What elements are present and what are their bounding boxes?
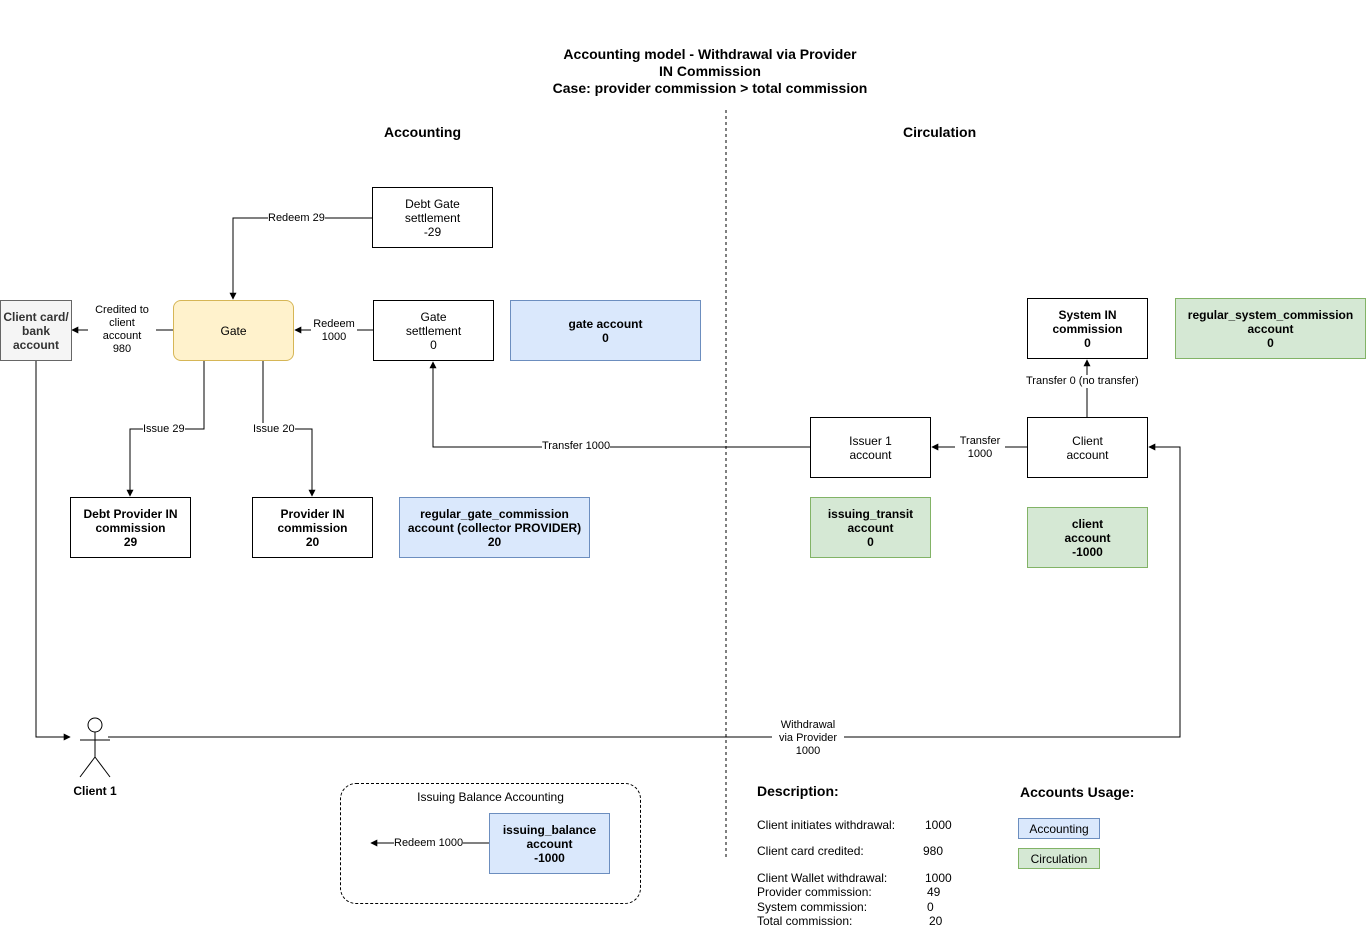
diagram-title: Accounting model - Withdrawal via Provid…	[460, 46, 960, 97]
node-gate-account[interactable]: gate account 0	[510, 300, 701, 361]
node-regular-gate-commission-label: regular_gate_commission account (collect…	[407, 506, 582, 549]
legend-accounting-label: Accounting	[1029, 821, 1089, 836]
label-issue-29: Issue 29	[143, 423, 185, 436]
client-1-label: Client 1	[73, 784, 117, 798]
title-line-2: IN Commission	[659, 63, 761, 79]
desc-card-value: 980	[923, 844, 944, 858]
label-transfer-1000-left: Transfer 1000	[542, 440, 611, 453]
node-client-account-label: Client account	[1066, 433, 1109, 462]
label-withdrawal: Withdrawal via Provider 1000	[772, 719, 844, 758]
node-system-in-commission[interactable]: System IN commission 0	[1027, 298, 1148, 359]
desc-wallet-value: 1000	[925, 871, 952, 885]
node-regular-gate-commission[interactable]: regular_gate_commission account (collect…	[399, 497, 590, 558]
node-gate-settlement[interactable]: Gate settlement 0	[373, 300, 494, 361]
label-transfer-1000-right: Transfer 1000	[955, 435, 1005, 461]
edge-card-to-client	[35, 361, 71, 741]
desc-card-label: Client card credited:	[757, 844, 864, 858]
node-debt-gate-settlement-label: Debt Gate settlement -29	[404, 196, 461, 239]
node-issuing-transit[interactable]: issuing_transit account 0	[810, 497, 931, 558]
node-gate-label: Gate	[220, 323, 247, 338]
node-gate-settlement-label: Gate settlement 0	[405, 309, 462, 352]
node-debt-gate-settlement[interactable]: Debt Gate settlement -29	[372, 187, 493, 248]
node-client-account-green-label: client account -1000	[1064, 516, 1111, 559]
edge-withdrawal	[108, 443, 1181, 738]
section-circulation-heading: Circulation	[903, 124, 977, 140]
node-client-account-green[interactable]: client account -1000	[1027, 507, 1148, 568]
label-redeem-1000-balance: Redeem 1000	[394, 837, 464, 850]
node-system-in-commission-label: System IN commission 0	[1052, 307, 1123, 350]
node-client-card-label: Client card/ bank account	[3, 309, 69, 352]
legend-circulation: Circulation	[1018, 848, 1100, 869]
desc-system-label: System commission:	[757, 900, 868, 914]
node-issuer-1-account[interactable]: Issuer 1 account	[810, 417, 931, 478]
desc-wallet-label: Client Wallet withdrawal:	[757, 871, 888, 885]
node-client-account[interactable]: Client account	[1027, 417, 1148, 478]
node-debt-provider-in-commission[interactable]: Debt Provider IN commission 29	[70, 497, 191, 558]
label-transfer-0: Transfer 0 (no transfer)	[1026, 375, 1139, 388]
legend-heading: Accounts Usage:	[1020, 784, 1135, 800]
group-issuing-balance-label: Issuing Balance Accounting	[417, 790, 564, 804]
node-provider-in-commission[interactable]: Provider IN commission 20	[252, 497, 373, 558]
client-1-actor	[79, 717, 111, 778]
desc-total-value: 20	[929, 914, 943, 928]
desc-total-label: Total commission:	[757, 914, 853, 928]
description-heading: Description:	[757, 783, 839, 799]
legend-accounting: Accounting	[1018, 818, 1100, 839]
node-issuer-1-account-label: Issuer 1 account	[849, 433, 892, 462]
title-line-1: Accounting model - Withdrawal via Provid…	[563, 46, 857, 62]
edge-redeem-29	[229, 217, 372, 300]
label-issue-20: Issue 20	[253, 423, 295, 436]
node-issuing-transit-label: issuing_transit account 0	[827, 506, 914, 549]
desc-initiates-label: Client initiates withdrawal:	[757, 818, 896, 832]
group-issuing-balance-accounting	[340, 783, 641, 904]
node-issuing-balance-label: issuing_balance account -1000	[502, 822, 597, 865]
edge-transfer-1000-left	[429, 361, 810, 448]
label-credited-to-client: Credited to client account 980	[88, 304, 156, 356]
desc-system-value: 0	[927, 900, 934, 914]
node-provider-in-commission-label: Provider IN commission 20	[277, 506, 348, 549]
section-accounting-heading: Accounting	[384, 124, 461, 140]
node-regular-system-commission-label: regular_system_commission account 0	[1187, 307, 1354, 350]
node-gate[interactable]: Gate	[173, 300, 294, 361]
label-redeem-29: Redeem 29	[268, 212, 325, 225]
desc-initiates-value: 1000	[925, 818, 952, 832]
node-issuing-balance[interactable]: issuing_balance account -1000	[489, 813, 610, 874]
legend-circulation-label: Circulation	[1030, 851, 1088, 866]
label-redeem-1000-gate: Redeem 1000	[311, 318, 357, 344]
node-gate-account-label: gate account 0	[568, 316, 643, 345]
node-regular-system-commission[interactable]: regular_system_commission account 0	[1175, 298, 1366, 359]
desc-provider-value: 49	[927, 885, 941, 899]
title-line-3: Case: provider commission > total commis…	[552, 80, 868, 96]
node-debt-provider-in-commission-label: Debt Provider IN commission 29	[83, 506, 178, 549]
desc-provider-label: Provider commission:	[757, 885, 872, 899]
node-client-card[interactable]: Client card/ bank account	[0, 300, 72, 361]
